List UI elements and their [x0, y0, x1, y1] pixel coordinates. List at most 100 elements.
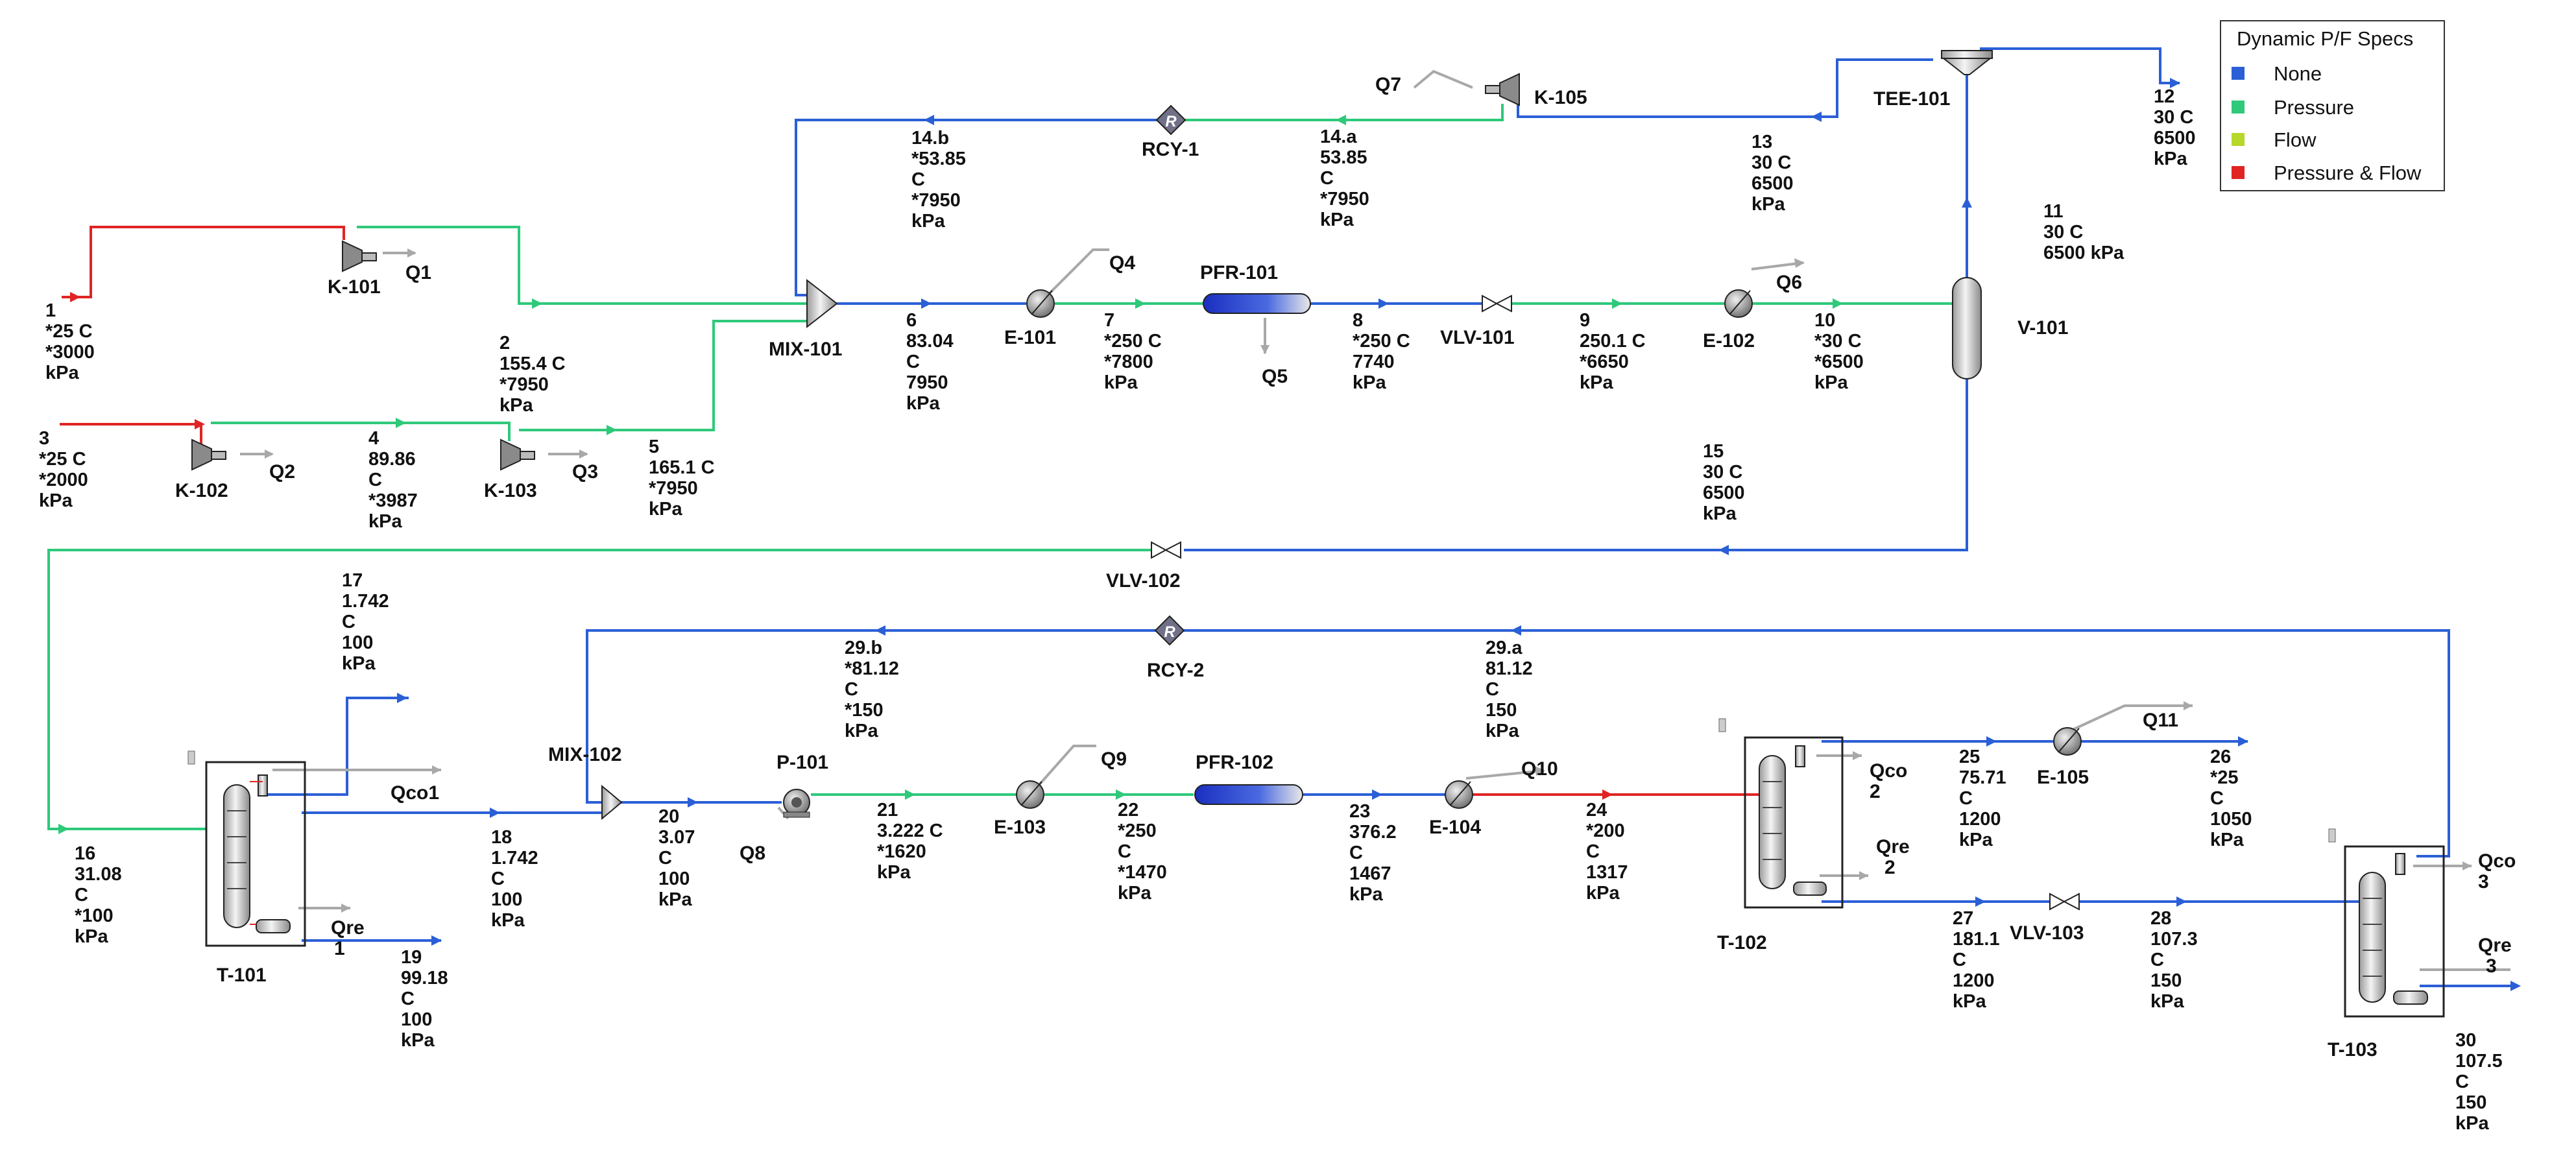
separator-v101-icon[interactable]: [1952, 277, 1982, 379]
valve-vlv101-icon[interactable]: [1482, 294, 1512, 313]
label-vlv101: VLV-101: [1440, 327, 1515, 348]
stream-label-line: C: [1118, 841, 1131, 862]
stream-3-line[interactable]: [60, 423, 202, 444]
column-t103-icon[interactable]: [2344, 845, 2445, 1018]
heater-e103-icon[interactable]: [1016, 780, 1044, 809]
stream-label-line: 100: [491, 889, 522, 910]
stream-1-line[interactable]: [62, 226, 345, 298]
stream-4-line[interactable]: [211, 422, 511, 441]
cooler-e105-icon[interactable]: [2053, 727, 2082, 756]
stream-label-line: *81.12: [845, 658, 899, 679]
label-qco3-b: 3: [2478, 871, 2489, 893]
valve-vlv103-icon[interactable]: [2049, 893, 2080, 911]
stream-15-line[interactable]: [1184, 378, 1968, 551]
reactor-pfr101-icon[interactable]: [1203, 293, 1311, 314]
label-e102: E-102: [1703, 330, 1755, 352]
stream-label-line: 150: [2455, 1092, 2486, 1113]
stream-17-line[interactable]: [266, 697, 409, 796]
stream-label-line: 6500: [1751, 173, 1794, 194]
stream-13-line[interactable]: [1517, 58, 1933, 118]
label-qco1: Qco1: [391, 782, 439, 804]
mixer-mix102-icon[interactable]: [601, 784, 623, 821]
label-q7: Q7: [1375, 74, 1401, 95]
stream-14b-line[interactable]: [795, 119, 1161, 296]
stream-16-line[interactable]: [47, 549, 1151, 830]
stream-label-line: C: [342, 612, 355, 632]
stream-29a-line[interactable]: [1181, 629, 2450, 857]
label-k101: K-101: [328, 276, 381, 298]
recycle-rcy2-icon[interactable]: R: [1154, 615, 1185, 646]
pump-p101-icon[interactable]: [783, 789, 810, 818]
label-qre3-a: Qre: [2478, 935, 2512, 956]
stream-label-line: C: [906, 352, 920, 372]
label-k105: K-105: [1534, 87, 1587, 108]
stream-label-line: *7950: [500, 374, 549, 395]
label-q4: Q4: [1109, 252, 1135, 274]
compressor-k101-icon[interactable]: [342, 240, 377, 272]
stream-label-line: kPa: [39, 490, 73, 511]
energy-q11-line[interactable]: [2072, 704, 2193, 731]
label-q5: Q5: [1262, 366, 1288, 387]
energy-q6-line[interactable]: [1751, 261, 1804, 270]
legend-item-pressure: Pressure: [2274, 96, 2354, 119]
label-v101: V-101: [2017, 317, 2068, 339]
tee-101-icon[interactable]: [1941, 50, 1993, 75]
stream-label-line: kPa: [500, 395, 533, 416]
stream-2-line[interactable]: [357, 226, 807, 305]
stream-label-line: C: [1486, 679, 1499, 700]
label-qco2-b: 2: [1870, 781, 1881, 802]
stream-label-line: 27: [1953, 908, 1973, 929]
compressor-k102-icon[interactable]: [191, 438, 226, 471]
valve-vlv102-icon[interactable]: [1151, 541, 1181, 559]
recycle-rcy1-icon[interactable]: R: [1155, 104, 1186, 136]
label-qre1-b: 1: [334, 938, 345, 959]
legend-swatch-pressure-flow: [2232, 166, 2245, 179]
stream-label-line: *1620: [877, 841, 926, 862]
energy-q10-line[interactable]: [1465, 769, 1545, 780]
cooler-e104-icon[interactable]: [1445, 780, 1473, 809]
compressor-k105-icon[interactable]: [1485, 73, 1520, 106]
stream-label-line: 29.b: [845, 638, 882, 658]
stream-label-line: 5: [649, 437, 659, 457]
energy-q9-line[interactable]: [1037, 745, 1096, 787]
label-mix102: MIX-102: [548, 744, 621, 765]
stream-label-line: kPa: [1486, 721, 1519, 741]
stream-5-line[interactable]: [519, 320, 807, 431]
stream-label-line: 17: [342, 570, 363, 591]
stream-label-line: kPa: [1959, 830, 1993, 850]
column-t102-icon[interactable]: [1744, 736, 1844, 909]
mixer-mix101-icon[interactable]: [806, 278, 838, 329]
energy-q4-line[interactable]: [1046, 248, 1109, 296]
stream-14a-line[interactable]: [1181, 104, 1504, 121]
stream-29b-line[interactable]: [586, 629, 1158, 804]
column-t101-icon[interactable]: [205, 761, 306, 947]
stream-label-line: 10: [1814, 310, 1835, 331]
cooler-e102-icon[interactable]: [1724, 289, 1753, 318]
legend-swatch-flow: [2232, 133, 2245, 146]
heater-e101-icon[interactable]: [1026, 289, 1055, 318]
label-qco2-a: Qco: [1870, 760, 1907, 782]
stream-12-line[interactable]: [1980, 47, 2180, 84]
energy-q7-line[interactable]: [1413, 69, 1473, 89]
stream-label-line: C: [491, 869, 505, 889]
stream-label-line: 376.2: [1349, 822, 1397, 843]
stream-label-line: *250: [1118, 821, 1157, 841]
stream-label-line: *7950: [1320, 189, 1369, 210]
stream-label-line: 23: [1349, 801, 1370, 822]
label-pfr101: PFR-101: [1200, 262, 1278, 283]
reactor-pfr102-icon[interactable]: [1194, 784, 1303, 805]
label-q11: Q11: [2143, 710, 2178, 731]
compressor-k103-icon[interactable]: [500, 438, 535, 471]
legend-swatch-pressure: [2232, 101, 2245, 114]
